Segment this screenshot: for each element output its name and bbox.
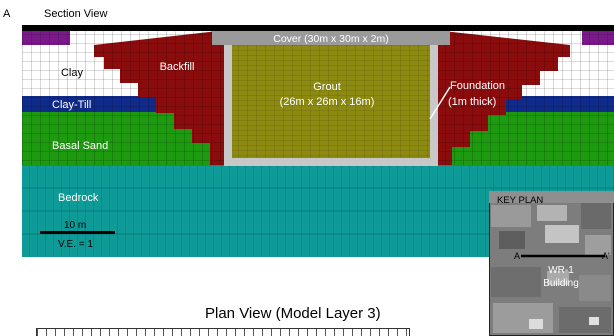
grout-dimensions-label: (26m x 26m x 16m) [280, 96, 375, 108]
cover-label: Cover (30m x 30m x 2m) [273, 33, 389, 45]
plan-view-title: Plan View (Model Layer 3) [205, 305, 381, 322]
key-plan-label-a: A [514, 251, 520, 261]
building-label: WR-1 [548, 265, 574, 276]
key-plan-title: KEY PLAN [497, 195, 543, 206]
scale-bar [40, 231, 115, 234]
key-plan-label-a-prime: A' [602, 251, 610, 261]
foundation-leader-line [429, 86, 451, 120]
section-diagram: Cover (30m x 30m x 2m) Backfill Clay Cla… [22, 25, 614, 257]
plan-view-grid [36, 328, 410, 336]
backfill-label: Backfill [160, 61, 195, 73]
scale-length-label: 10 m [64, 220, 86, 231]
foundation-thickness-label: (1m thick) [448, 96, 496, 108]
bedrock-label: Bedrock [58, 192, 99, 204]
panel-letter: A [3, 8, 11, 20]
key-plan-inset: KEY PLAN A A' WR-1 Building [489, 191, 614, 336]
building-label-2: Building [543, 278, 579, 289]
vertical-exaggeration-label: V.E. = 1 [58, 239, 93, 250]
section-view-title: Section View [44, 8, 108, 20]
basal-sand-label: Basal Sand [52, 140, 108, 152]
grout-label: Grout [313, 81, 341, 93]
clay-till-label: Clay-Till [52, 99, 91, 111]
clay-label: Clay [61, 67, 84, 79]
foundation-label: Foundation [450, 80, 505, 92]
cover-slab [212, 31, 450, 45]
